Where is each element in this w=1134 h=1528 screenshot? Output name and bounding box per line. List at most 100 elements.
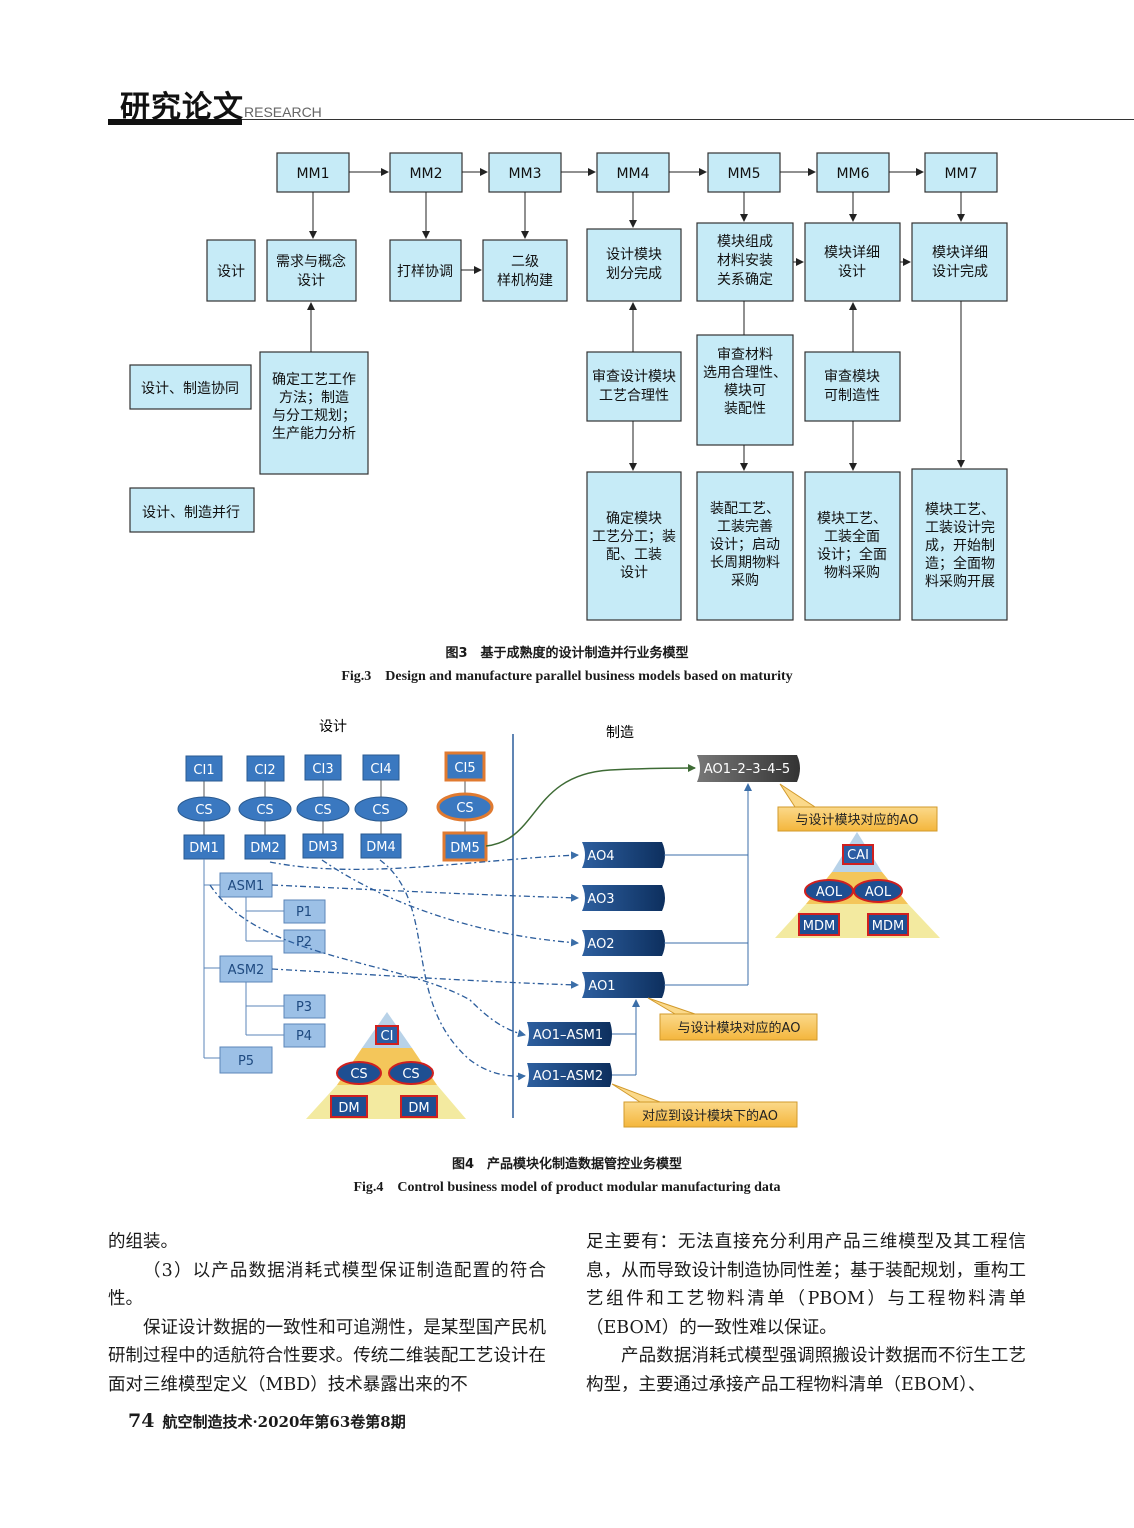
dm3-label: DM3 bbox=[308, 840, 338, 855]
design-label: 设计 bbox=[217, 264, 245, 280]
r4b4-l3: 配、工装 bbox=[606, 547, 662, 563]
right-para-2: 产品数据消耗式模型强调照搬设计数据而不衍生工艺构型，主要通过承接产品工程物料清单… bbox=[586, 1346, 1026, 1395]
ao3-label: AO3 bbox=[587, 892, 614, 907]
fig4-caption-zh: 图4 产品模块化制造数据管控业务模型 bbox=[451, 1157, 683, 1172]
pyr-right-cai: CAI bbox=[847, 848, 869, 863]
ci1-label: CI1 bbox=[193, 763, 214, 778]
module-div-l1: 设计模块 bbox=[606, 247, 662, 263]
ci4-label: CI4 bbox=[370, 762, 391, 777]
pyr-left-ci: CI bbox=[381, 1029, 394, 1044]
review-mfg-l1: 审查模块 bbox=[824, 369, 880, 385]
header-bar bbox=[108, 119, 242, 125]
module-detail-done-l2: 设计完成 bbox=[932, 264, 988, 280]
dm5-label: DM5 bbox=[450, 841, 480, 856]
cs2-label: CS bbox=[256, 803, 273, 818]
ao2-label: AO2 bbox=[587, 937, 614, 952]
p3-label: P3 bbox=[296, 1000, 312, 1015]
pyr-right-mdm-2: MDM bbox=[872, 919, 904, 934]
mm5-label: MM5 bbox=[727, 166, 760, 182]
ci2-label: CI2 bbox=[254, 763, 275, 778]
r4b7-l5: 料采购开展 bbox=[925, 574, 995, 590]
mm2-label: MM2 bbox=[409, 166, 442, 182]
asm1-label: ASM1 bbox=[228, 879, 265, 894]
module-comp-l2: 材料安装 bbox=[717, 253, 773, 269]
review-design-l2: 工艺合理性 bbox=[599, 388, 669, 404]
process-l4: 生产能力分析 bbox=[272, 426, 356, 442]
r4b5-l3: 设计；启动 bbox=[710, 537, 780, 553]
r4b5-l2: 工装完善 bbox=[717, 519, 773, 535]
ao-top-label: AO1–2–3–4–5 bbox=[704, 762, 790, 777]
right-column: 足主要有：无法直接充分利用产品三维模型及其工程信息，从而导致设计制造协同性差；基… bbox=[586, 1228, 1026, 1399]
dm1-label: DM1 bbox=[189, 841, 219, 856]
r4b5-l1: 装配工艺、 bbox=[710, 501, 780, 517]
r4b6-l2: 工装全面 bbox=[824, 528, 880, 545]
ao1-label: AO1 bbox=[588, 979, 615, 994]
mm1-label: MM1 bbox=[296, 166, 329, 182]
prototype-coord: 打样协调 bbox=[397, 263, 453, 280]
callout-3: 对应到设计模块下的AO bbox=[642, 1108, 778, 1124]
asm2-label: ASM2 bbox=[228, 963, 265, 978]
p2-label: P2 bbox=[296, 935, 312, 950]
pyr-left-cs-1: CS bbox=[350, 1067, 367, 1082]
req-concept-l2: 设计 bbox=[297, 273, 325, 289]
ao-asm1-label: AO1–ASM1 bbox=[533, 1028, 603, 1043]
req-concept-l1: 需求与概念 bbox=[276, 253, 346, 270]
r4b6-l3: 设计；全面 bbox=[817, 546, 887, 563]
process-l2: 方法；制造 bbox=[279, 390, 349, 406]
review-design-l1: 审查设计模块 bbox=[592, 369, 676, 385]
review-material-l1: 审查材料 bbox=[717, 347, 773, 363]
r4b7-l1: 模块工艺、 bbox=[925, 502, 995, 518]
module-detail-done-l1: 模块详细 bbox=[932, 245, 988, 261]
r4b5-l5: 采购 bbox=[731, 573, 759, 589]
left-column: 的组装。 （3）以产品数据消耗式模型保证制造配置的符合性。 保证设计数据的一致性… bbox=[108, 1228, 546, 1399]
module-div-l2: 划分完成 bbox=[606, 266, 662, 282]
collab-label: 设计、制造协同 bbox=[141, 381, 239, 397]
pyr-right-aol-2: AOL bbox=[865, 885, 892, 900]
module-detail-l1: 模块详细 bbox=[824, 245, 880, 261]
callout-1: 与设计模块对应的AO bbox=[796, 812, 919, 828]
process-l3: 与分工规划； bbox=[272, 408, 356, 424]
right-para-1: 足主要有：无法直接充分利用产品三维模型及其工程信息，从而导致设计制造协同性差；基… bbox=[586, 1232, 1026, 1338]
fig4-caption-en: Fig.4 Control business model of product … bbox=[353, 1180, 781, 1195]
module-detail-l2: 设计 bbox=[838, 264, 866, 280]
ci3-label: CI3 bbox=[312, 762, 333, 777]
fig3-caption-en: Fig.3 Design and manufacture parallel bu… bbox=[341, 669, 793, 684]
cs1-label: CS bbox=[195, 803, 212, 818]
left-para-3: 保证设计数据的一致性和可追溯性，是某型国产民机研制过程中的适航符合性要求。传统二… bbox=[108, 1317, 546, 1395]
review-material-l4: 装配性 bbox=[724, 401, 766, 417]
r4b4-l4: 设计 bbox=[620, 565, 648, 581]
mm7-label: MM7 bbox=[944, 166, 977, 182]
review-material-l2: 选用合理性、 bbox=[703, 365, 787, 381]
dm4-label: DM4 bbox=[366, 840, 396, 855]
dm2-label: DM2 bbox=[250, 841, 280, 856]
section-subtitle: RESEARCH bbox=[244, 104, 322, 120]
mm4-label: MM4 bbox=[616, 166, 649, 182]
mfg-column-label: 制造 bbox=[606, 725, 634, 741]
pyr-right-mdm-1: MDM bbox=[803, 919, 835, 934]
process-l1: 确定工艺工作 bbox=[272, 372, 356, 388]
journal-info: 航空制造技术·2020年第63卷第8期 bbox=[162, 1413, 406, 1431]
design-column-label: 设计 bbox=[319, 719, 347, 735]
pyr-left-dm-2: DM bbox=[408, 1101, 429, 1116]
proto-build-l1: 二级 bbox=[511, 254, 539, 270]
pyr-left-dm-1: DM bbox=[338, 1101, 359, 1116]
r4b7-l3: 成，开始制 bbox=[925, 538, 995, 554]
r4b7-l4: 造；全面物 bbox=[925, 555, 995, 572]
r4b4-l1: 确定模块 bbox=[606, 511, 662, 527]
ao-asm2-label: AO1–ASM2 bbox=[533, 1069, 603, 1084]
mm3-label: MM3 bbox=[508, 166, 541, 182]
figure-3-diagram: MM1 MM2 MM3 MM4 MM5 MM6 MM7 设计 需求与概念 设计 … bbox=[129, 152, 1008, 621]
parallel-label: 设计、制造并行 bbox=[142, 505, 240, 521]
pyr-right-aol-1: AOL bbox=[816, 885, 843, 900]
r4b6-l1: 模块工艺、 bbox=[817, 511, 887, 527]
r4b6-l4: 物料采购 bbox=[824, 565, 880, 581]
mm6-label: MM6 bbox=[836, 166, 869, 182]
p1-label: P1 bbox=[296, 905, 312, 920]
cs5-label: CS bbox=[456, 801, 473, 816]
proto-build-l2: 样机构建 bbox=[497, 273, 553, 289]
ci5-label: CI5 bbox=[454, 761, 475, 776]
module-comp-l1: 模块组成 bbox=[717, 234, 773, 250]
p5-label: P5 bbox=[238, 1054, 254, 1069]
header-rule bbox=[242, 119, 1134, 120]
